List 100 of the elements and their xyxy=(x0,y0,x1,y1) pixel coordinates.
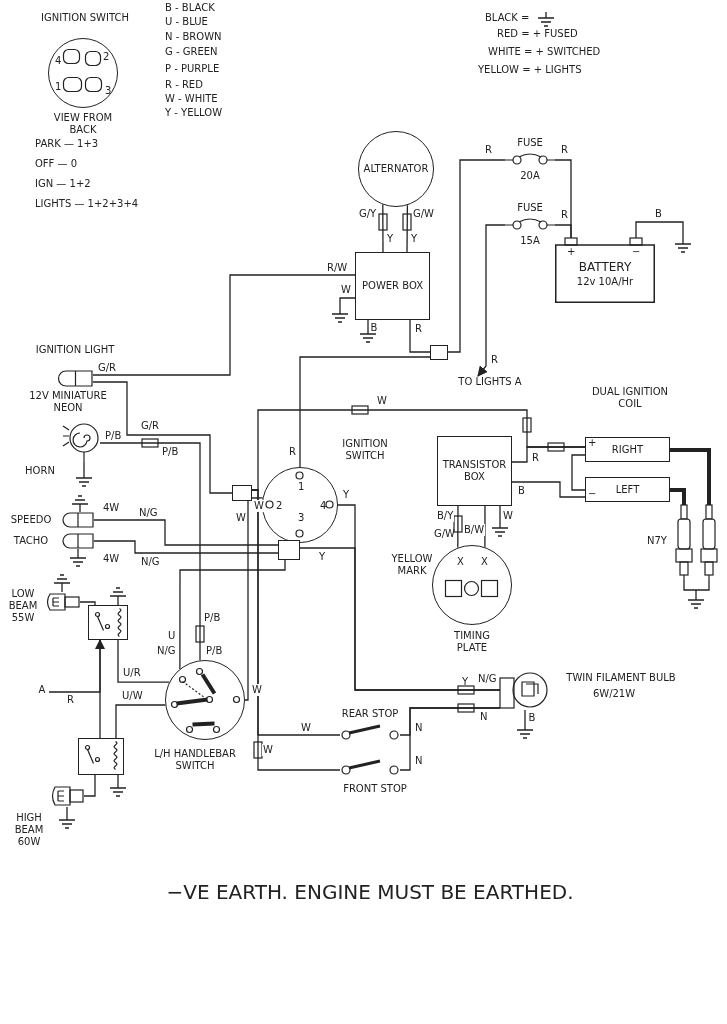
power-box xyxy=(355,252,430,320)
wire xyxy=(337,504,501,691)
coil-box xyxy=(585,437,670,462)
wire xyxy=(251,497,264,499)
wire xyxy=(484,505,486,548)
color-code-entry: U - BLUE xyxy=(165,16,208,28)
component-caption: IGNITION SWITCH xyxy=(341,438,389,462)
polarity-sign: − xyxy=(632,246,641,258)
connector-block xyxy=(278,540,300,560)
wire-label: W xyxy=(236,512,246,524)
wire-label: Y xyxy=(411,233,418,245)
switch-position-note: IGN — 1+2 xyxy=(35,178,91,190)
headlamp-icon xyxy=(45,592,80,612)
connector-block xyxy=(232,485,252,501)
wire xyxy=(179,559,286,670)
component-label: POWER BOX xyxy=(362,280,423,292)
wire-label: N xyxy=(480,711,488,723)
wire-label: B/W xyxy=(463,524,486,536)
wire-label: W xyxy=(300,722,312,734)
bulb-icon xyxy=(500,670,548,710)
wire-function-note: BLACK = xyxy=(485,12,530,24)
component-caption: 6W/21W xyxy=(591,688,637,700)
terminal-letter: A xyxy=(35,684,49,700)
relay-box xyxy=(88,605,128,640)
component-caption: VIEW FROM BACK xyxy=(52,112,114,136)
wire-function-note: RED = + FUSED xyxy=(497,28,578,40)
component-label: LEFT xyxy=(615,483,640,496)
component-caption: IGNITION LIGHT xyxy=(34,344,116,356)
wire xyxy=(117,639,170,683)
component-caption: IGNITION SWITCH xyxy=(40,12,130,24)
terminal-number: 1 xyxy=(298,481,305,493)
wire-label: G/R xyxy=(97,362,118,374)
wire-label: B xyxy=(655,208,662,220)
wire-label: N xyxy=(414,755,424,767)
wire-label: Y xyxy=(318,551,327,563)
terminal-number: 4 xyxy=(320,500,327,512)
component-label: RIGHT xyxy=(611,443,644,456)
wire-label: R xyxy=(560,144,569,156)
wire-label: W xyxy=(341,284,351,296)
component-label: TRANSISTOR BOX xyxy=(441,459,508,483)
wire xyxy=(115,704,166,739)
wire-label: R xyxy=(66,694,75,706)
component-caption: REAR STOP xyxy=(340,708,400,720)
wire-label: N/G xyxy=(138,507,159,519)
coil-box xyxy=(585,477,670,502)
color-code-entry: B - BLACK xyxy=(165,2,215,14)
wire xyxy=(511,446,586,463)
component-label: 12v 10A/Hr xyxy=(576,275,634,288)
terminal-number: 3 xyxy=(298,512,305,524)
polarity-sign: + xyxy=(588,437,597,449)
wire xyxy=(299,356,431,468)
wire xyxy=(683,579,710,591)
component-caption: 4W xyxy=(101,502,121,514)
component-caption: TACHO xyxy=(12,535,50,547)
terminal-number: 4 xyxy=(55,55,62,67)
polarity-sign: + xyxy=(567,246,576,258)
wire xyxy=(244,500,249,701)
component-caption: 4W xyxy=(101,553,121,565)
wire-label: U xyxy=(168,630,176,642)
wire-label: G/W xyxy=(434,528,455,540)
wire xyxy=(92,381,233,494)
component-label: BATTERY xyxy=(578,260,632,273)
relay-box xyxy=(78,738,124,775)
component-caption: TIMING PLATE xyxy=(453,630,491,654)
component-caption: FUSE xyxy=(516,137,544,149)
caption: −VE EARTH. ENGINE MUST BE EARTHED. xyxy=(165,880,575,904)
component-caption: N7Y xyxy=(646,535,668,547)
wire-label: W xyxy=(251,684,263,696)
wire-label: N/G xyxy=(478,673,497,685)
terminal-number: 3 xyxy=(105,85,112,97)
spark-plug-icon xyxy=(700,505,718,580)
lamp-icon xyxy=(62,512,94,528)
component-caption: B xyxy=(369,322,379,334)
wire xyxy=(554,224,572,239)
wire-label: U/R xyxy=(122,667,142,679)
component-caption: HIGH BEAM 60W xyxy=(13,812,45,848)
wire-label: B xyxy=(517,485,526,497)
wire-label: W xyxy=(376,395,388,407)
terminal-number: 2 xyxy=(276,500,283,512)
component-caption: DUAL IGNITION COIL xyxy=(590,386,670,410)
wire-label: Y xyxy=(342,489,351,501)
polarity-sign: − xyxy=(588,488,597,500)
fuse-symbol xyxy=(505,152,555,168)
component-caption: 15A xyxy=(519,235,541,247)
component-label: ALTERNATOR xyxy=(363,163,429,175)
component-caption: LOW BEAM 55W xyxy=(7,588,39,624)
wire xyxy=(93,519,279,546)
terminal-number: 2 xyxy=(103,51,110,63)
fuse-symbol xyxy=(505,217,555,233)
component-caption: 20A xyxy=(519,170,541,182)
headlamp-icon xyxy=(50,785,84,807)
wire-label: G/W xyxy=(412,208,435,220)
wire-label: P/B xyxy=(162,446,179,458)
wire-label: U/W xyxy=(121,690,144,702)
component-caption: YELLOW MARK xyxy=(390,553,434,577)
wire-label: W xyxy=(503,510,513,522)
wire xyxy=(99,639,101,739)
spark-plug-icon xyxy=(675,505,693,580)
wire-label: G/Y xyxy=(358,208,378,220)
wire xyxy=(99,442,201,661)
